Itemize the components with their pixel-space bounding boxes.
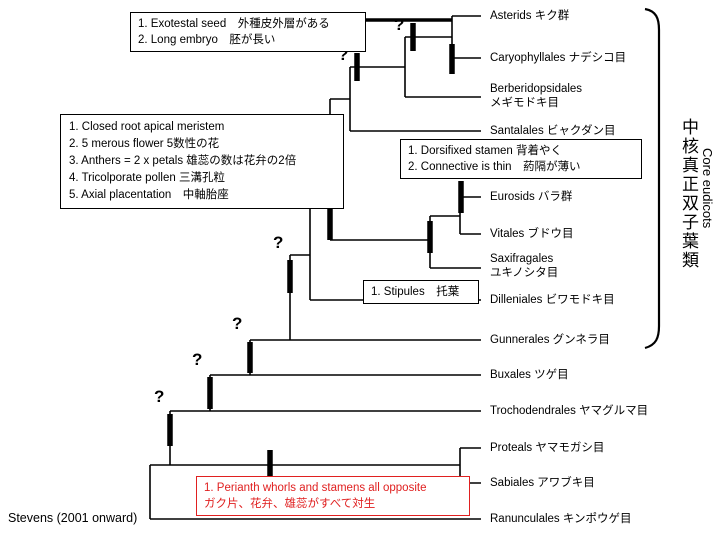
character-line: 1. Closed root apical meristem [69,121,225,133]
asterid-characters-box: 1. Exotestal seed 外種皮外層がある 2. Long embry… [130,12,366,52]
character-line: 1. Perianth whorls and stamens all oppos… [204,482,427,494]
taxon-label-dilleniales: Dilleniales ビワモドキ目 [490,294,615,306]
taxon-label-vitales: Vitales ブドウ目 [490,228,574,240]
uncertainty-mark: ? [338,45,349,64]
taxon-label-line: Saxifragales [490,253,554,265]
character-line: 4. Tricolporate pollen 三溝孔粒 [69,172,225,184]
tree-branches [149,15,481,520]
uncertainty-mark: ? [232,314,243,333]
core-eudicots-label-ja: 中核真正双子葉類 [679,118,698,270]
character-line: 1. Dorsifixed stamen 背着やく [408,145,563,157]
character-line: 1. Stipules 托葉 [371,286,460,298]
taxon-label-line: Berberidopsidales [490,83,583,95]
uncertainty-mark: ? [154,387,165,406]
taxon-label-trochodendrales: Trochodendrales ヤマグルマ目 [490,405,649,417]
uncertainty-mark: ? [192,350,203,369]
character-line: 2. Long embryo 胚が長い [138,34,276,46]
taxon-label-eurosids: Eurosids バラ群 [490,191,573,203]
taxon-label-line: メギモドキ目 [490,97,559,109]
taxon-label-saxifragales: Saxifragales ユキノシタ目 [490,252,558,280]
taxon-label-gunnerales: Gunnerales グンネラ目 [490,334,610,346]
taxon-label-santalales: Santalales ビャクダン目 [490,125,616,137]
character-line: ガク片、花弁、雄蕊がすべて対生 [204,498,376,510]
taxon-label-line: ユキノシタ目 [490,267,559,279]
ranunculales-characters-box: 1. Perianth whorls and stamens all oppos… [196,476,470,516]
taxon-label-ranunculales: Ranunculales キンポウゲ目 [490,513,632,525]
character-line: 2. 5 merous flower 5数性の花 [69,138,220,150]
synapomorphy-tick-marks [167,23,464,480]
taxon-label-sabiales: Sabiales アワブキ目 [490,477,595,489]
core-eudicots-bracket [644,7,661,350]
core-eudicots-label-en: Core eudicots [700,148,715,229]
source-citation: Stevens (2001 onward) [8,511,138,525]
character-line: 2. Connective is thin 葯隔が薄い [408,161,581,173]
character-line: 5. Axial placentation 中軸胎座 [69,189,229,201]
pentapetalae-characters-box: 1. Closed root apical meristem 2. 5 mero… [60,114,344,209]
taxon-label-buxales: Buxales ツゲ目 [490,369,569,381]
uncertainty-mark: ? [273,233,284,252]
taxon-label-proteals: Proteals ヤマモガシ目 [490,442,605,454]
character-line: 3. Anthers = 2 x petals 雄蕊の数は花弁の2倍 [69,155,297,167]
taxon-label-asterids: Asterids キク群 [490,10,570,22]
character-line: 1. Exotestal seed 外種皮外層がある [138,18,330,30]
stamen-characters-box: 1. Dorsifixed stamen 背着やく 2. Connective … [400,139,642,179]
stipules-box: 1. Stipules 托葉 [363,280,479,304]
taxon-label-caryophyllales: Caryophyllales ナデシコ目 [490,52,627,64]
taxon-label-berberidopsidales: Berberidopsidales メギモドキ目 [490,82,582,110]
uncertainty-mark: ? [394,15,405,34]
